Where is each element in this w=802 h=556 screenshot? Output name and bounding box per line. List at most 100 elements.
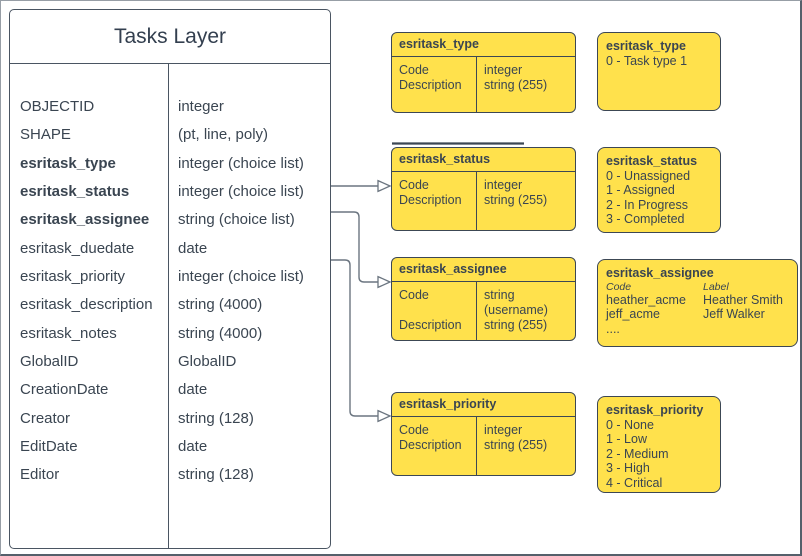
field-name: Creator <box>20 409 71 427</box>
field-row: EditDate date <box>10 433 330 461</box>
arrowhead-status <box>377 179 392 193</box>
connector-assignee <box>331 211 378 283</box>
field-name: esritask_assignee <box>20 211 150 229</box>
domain-type: integer <box>484 423 523 437</box>
domain-table-esritask-priority: esritask_priority Code integer Descripti… <box>391 392 576 476</box>
field-name: SHAPE <box>20 126 71 144</box>
value-list-item: 0 - Task type 1 <box>606 54 688 68</box>
tasks-layer-field-list: OBJECTID integer SHAPE (pt, line, poly) … <box>10 64 330 490</box>
domain-field: Code <box>399 63 429 77</box>
value-list-items: 0 - Task type 1 <box>606 54 712 68</box>
domain-table-rows: Code string (username) Description strin… <box>392 282 575 333</box>
assignee-rows: heather_acme Heather Smith jeff_acme Jef… <box>606 293 789 322</box>
domain-field: Code <box>399 423 429 437</box>
domain-table-rows: Code integer Description string (255) <box>392 57 575 93</box>
field-row: GlobalID GlobalID <box>10 348 330 376</box>
field-type: integer (choice list) <box>178 183 304 201</box>
domain-field: Description <box>399 193 462 207</box>
value-list-item: 3 - Completed <box>606 212 685 227</box>
field-row: esritask_duedate date <box>10 235 330 263</box>
domain-type: integer <box>484 63 523 77</box>
assignee-label-header: Label <box>703 281 729 293</box>
domain-table-divider <box>476 417 477 475</box>
domain-type: string (255) <box>484 318 548 332</box>
field-type: string (4000) <box>178 296 263 314</box>
field-row: SHAPE (pt, line, poly) <box>10 121 330 149</box>
value-list-esritask-assignee: esritask_assignee Code Label heather_acm… <box>597 259 798 347</box>
field-row: esritask_priority integer (choice list) <box>10 263 330 291</box>
field-type: date <box>178 239 208 257</box>
field-row: esritask_status integer (choice list) <box>10 178 330 206</box>
value-list-item: 1 - Assigned <box>606 183 675 198</box>
field-type: string (4000) <box>178 324 263 342</box>
arrowhead-priority <box>377 409 392 423</box>
value-list-item: 3 - High <box>606 461 650 476</box>
assignee-ellipsis: .... <box>606 321 620 336</box>
domain-table-divider <box>476 57 477 112</box>
field-row: esritask_assignee string (choice list) <box>10 206 330 234</box>
domain-type: string (username) <box>484 288 548 317</box>
field-type: GlobalID <box>178 353 237 371</box>
domain-table-esritask-type: esritask_type Code integer Description s… <box>391 32 576 113</box>
domain-type: string (255) <box>484 438 548 452</box>
arrowhead-assignee <box>377 275 392 289</box>
domain-field: Description <box>399 438 462 452</box>
assignee-column-headers: Code Label <box>606 281 789 293</box>
field-name: CreationDate <box>20 381 109 399</box>
domain-table-title: esritask_status <box>392 148 575 172</box>
field-row: Editor string (128) <box>10 461 330 489</box>
assignee-row: heather_acme Heather Smith <box>606 293 789 307</box>
field-row: Creator string (128) <box>10 405 330 433</box>
domain-type: string (255) <box>484 193 548 207</box>
value-list-item: 2 - Medium <box>606 446 669 461</box>
domain-table-esritask-status: esritask_status Code integer Description… <box>391 147 576 231</box>
assignee-code-header: Code <box>606 281 632 293</box>
field-type: integer (choice list) <box>178 268 304 286</box>
tasks-layer-title: Tasks Layer <box>10 10 330 64</box>
domain-table-divider <box>476 282 477 340</box>
assignee-row: jeff_acme Jeff Walker <box>606 307 789 321</box>
field-type: date <box>178 438 208 456</box>
field-type: (pt, line, poly) <box>178 126 269 144</box>
domain-table-rows: Code integer Description string (255) <box>392 417 575 453</box>
field-name: OBJECTID <box>20 98 95 115</box>
value-list-title: esritask_assignee <box>606 266 714 280</box>
field-type: date <box>178 381 208 399</box>
value-list-item: 2 - In Progress <box>606 197 688 212</box>
field-type: string (choice list) <box>178 211 295 229</box>
value-list-title: esritask_status <box>606 154 698 168</box>
field-type: string (128) <box>178 466 254 484</box>
value-list-title: esritask_priority <box>606 403 704 417</box>
field-name: Editor <box>20 466 60 484</box>
domain-field: Code <box>399 178 429 192</box>
field-row: OBJECTID integer <box>10 93 330 121</box>
value-list-item: 1 - Low <box>606 432 647 447</box>
value-list-item: 0 - None <box>606 418 654 432</box>
field-type: string (128) <box>178 409 254 427</box>
domain-table-title: esritask_assignee <box>392 258 575 282</box>
field-row: esritask_description string (4000) <box>10 291 330 319</box>
field-name: EditDate <box>20 438 78 456</box>
value-list-item: 4 - Critical <box>606 475 663 490</box>
field-name: esritask_type <box>20 154 116 172</box>
tasks-layer-column-divider <box>168 64 169 548</box>
field-name: GlobalID <box>20 353 79 371</box>
domain-table-esritask-assignee: esritask_assignee Code string (username)… <box>391 257 576 341</box>
domain-field: Description <box>399 78 462 92</box>
value-list-item: 0 - Unassigned <box>606 169 691 183</box>
field-row: esritask_type integer (choice list) <box>10 150 330 178</box>
domain-field: Description <box>399 318 462 332</box>
domain-type: string (255) <box>484 78 548 92</box>
assignee-label: Jeff Walker <box>703 307 765 322</box>
domain-table-title: esritask_priority <box>392 393 575 417</box>
assignee-label: Heather Smith <box>703 293 783 307</box>
assignee-code: jeff_acme <box>606 307 660 322</box>
domain-table-title: esritask_type <box>392 33 575 57</box>
value-list-title: esritask_type <box>606 39 686 53</box>
domain-table-rows: Code integer Description string (255) <box>392 172 575 208</box>
domain-field: Code <box>399 288 429 302</box>
field-name: esritask_duedate <box>20 239 135 257</box>
domain-type: integer <box>484 178 523 192</box>
